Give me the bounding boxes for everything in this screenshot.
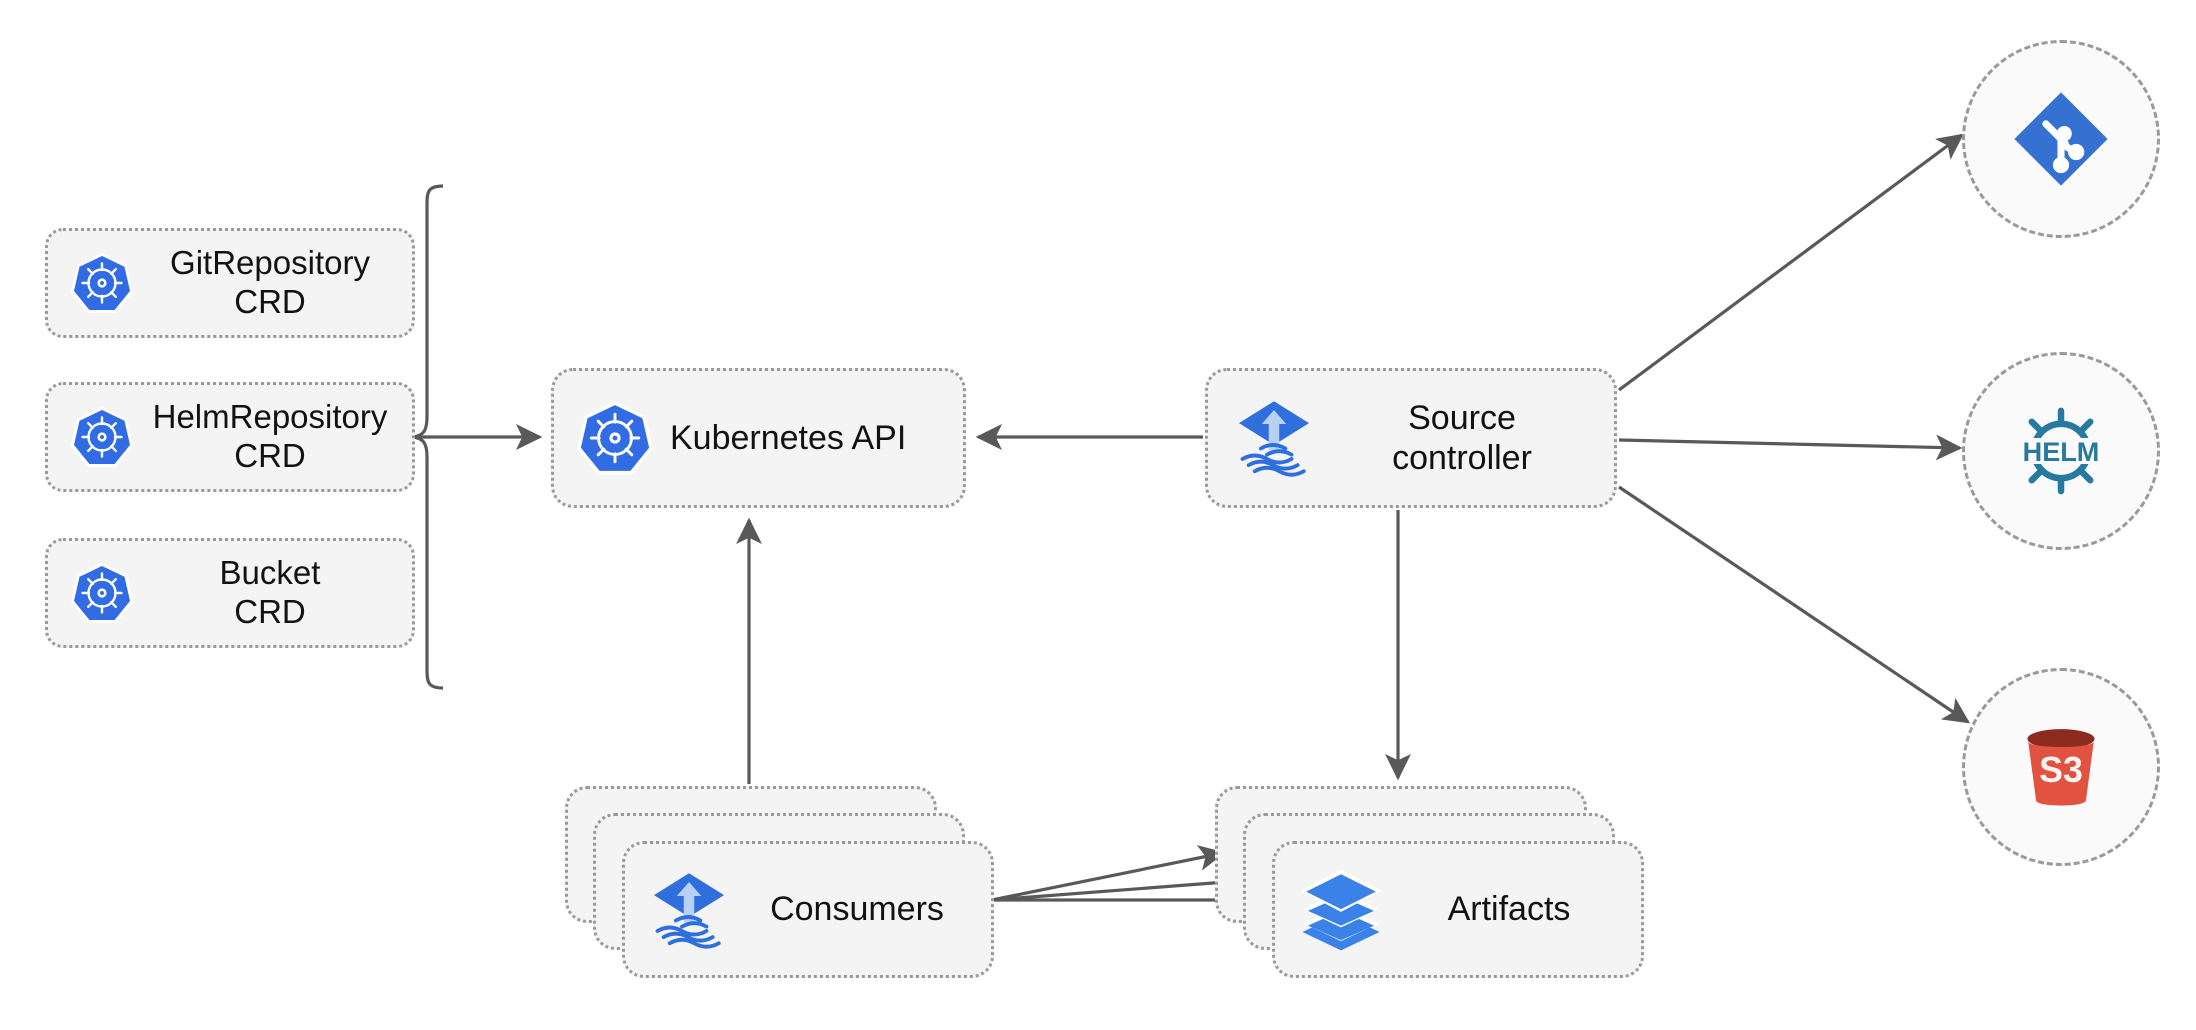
consumers-sheet-front[interactable]: Consumers bbox=[622, 841, 994, 978]
source-controller-node[interactable]: Source controller bbox=[1205, 368, 1617, 508]
source-controller-label: Source controller bbox=[1392, 398, 1532, 477]
artifacts-label: Artifacts bbox=[1447, 890, 1571, 928]
source-node-s3[interactable]: S3 bbox=[1962, 668, 2160, 866]
consumers-label: Consumers bbox=[770, 890, 944, 928]
edge-source-controller-to-git bbox=[1618, 133, 1964, 392]
flux-icon bbox=[1232, 396, 1316, 480]
kubernetes-icon bbox=[70, 251, 134, 315]
artifacts-sheet-front[interactable]: Artifacts bbox=[1272, 841, 1644, 978]
consumers-node[interactable]: Consumers bbox=[565, 786, 995, 978]
crd-card-gitrepository[interactable]: GitRepository CRD bbox=[45, 228, 415, 338]
s3-wordmark: S3 bbox=[2039, 750, 2083, 790]
kubernetes-icon bbox=[576, 399, 654, 477]
crd-group-brace bbox=[411, 184, 444, 690]
edge-consumers-to-artifacts-1 bbox=[991, 845, 1226, 902]
kubernetes-icon bbox=[70, 561, 134, 625]
edge-source-controller-to-helm bbox=[1618, 434, 1963, 461]
crd-card-helmrepository[interactable]: HelmRepository CRD bbox=[45, 382, 415, 492]
kubernetes-api-node[interactable]: Kubernetes API bbox=[551, 368, 966, 508]
helm-icon: HELM bbox=[2009, 399, 2113, 503]
artifacts-node[interactable]: Artifacts bbox=[1215, 786, 1645, 978]
crd-card-label: HelmRepository CRD bbox=[152, 398, 388, 474]
helm-wordmark: HELM bbox=[2023, 436, 2100, 467]
s3-bucket-icon: S3 bbox=[2009, 715, 2113, 819]
flux-icon bbox=[647, 868, 731, 952]
edge-consumers-to-artifacts-2 bbox=[991, 868, 1255, 902]
crd-card-bucket[interactable]: Bucket CRD bbox=[45, 538, 415, 648]
source-node-git[interactable] bbox=[1962, 40, 2160, 238]
kubernetes-icon bbox=[70, 405, 134, 469]
source-node-helm[interactable]: HELM bbox=[1962, 352, 2160, 550]
git-icon bbox=[2009, 87, 2113, 191]
kubernetes-api-label: Kubernetes API bbox=[670, 418, 907, 457]
crd-card-label: GitRepository CRD bbox=[170, 244, 370, 320]
edge-source-controller-to-s3 bbox=[1618, 485, 1970, 724]
layers-icon bbox=[1297, 866, 1385, 954]
crd-card-label: Bucket CRD bbox=[219, 554, 321, 630]
